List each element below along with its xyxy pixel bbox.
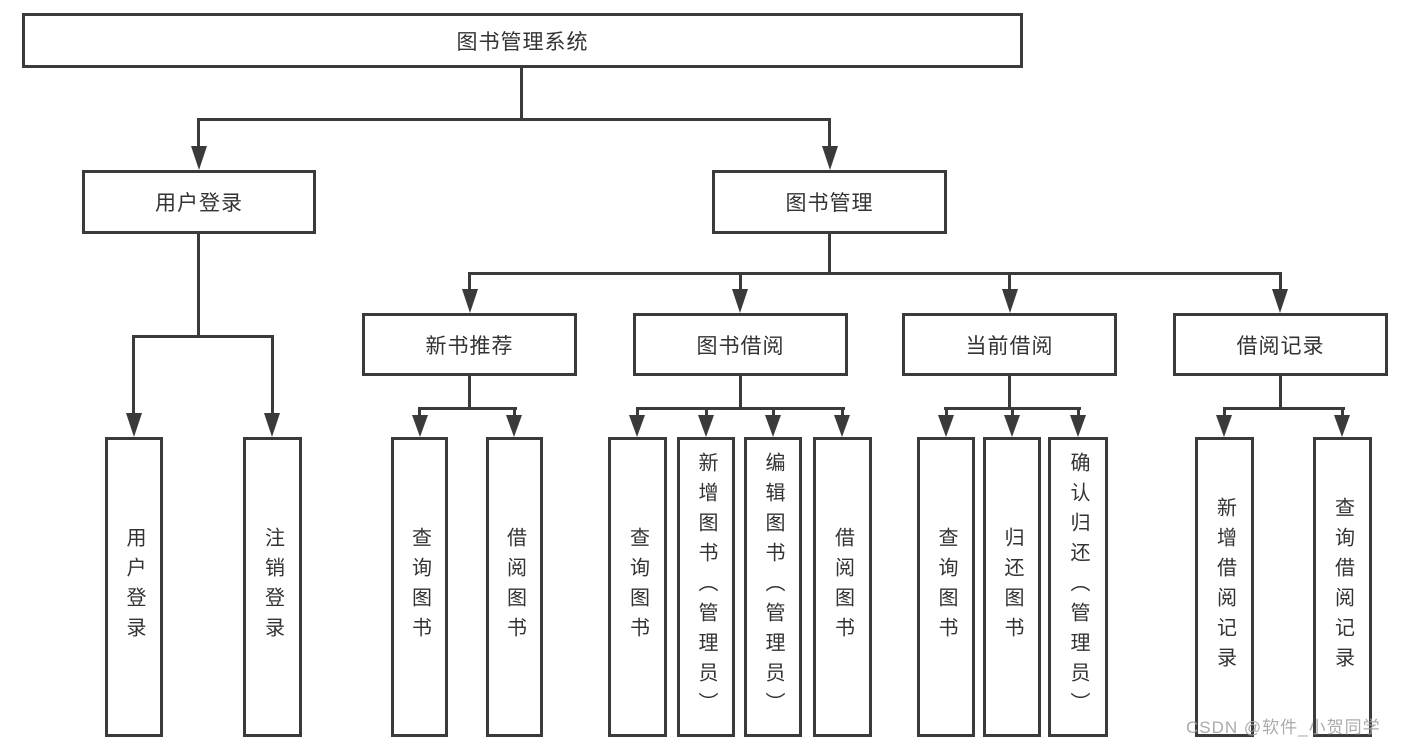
connector-line <box>772 407 775 419</box>
connector-line <box>1077 407 1080 419</box>
leaf-user-login-label: 用户登录 <box>123 527 145 647</box>
leaf-borrow-book: 借阅图书 <box>813 437 872 737</box>
node-book-management-label: 图书管理 <box>785 192 874 215</box>
connector-arrowhead <box>1216 415 1232 437</box>
leaf-add-book-admin: 新增图书（管理员） <box>677 437 735 737</box>
leaf-add-book-admin-label: 新增图书（管理员） <box>695 452 717 722</box>
leaf-borrow-books-newbook: 借阅图书 <box>486 437 543 737</box>
connector-line <box>828 118 831 148</box>
connector-arrowhead <box>698 415 714 437</box>
connector-line <box>197 232 200 335</box>
connector-arrowhead <box>822 146 838 170</box>
node-book-borrow-label: 图书借阅 <box>696 334 785 358</box>
connector-arrowhead <box>1334 415 1350 437</box>
leaf-user-login: 用户登录 <box>105 437 163 737</box>
connector-line <box>1008 272 1011 292</box>
connector-arrowhead <box>834 415 850 437</box>
leaf-query-books-current: 查询图书 <box>917 437 975 737</box>
leaf-return-book: 归还图书 <box>983 437 1041 737</box>
connector-line <box>468 272 1282 275</box>
connector-line <box>1279 374 1282 407</box>
leaf-logout-label: 注销登录 <box>261 527 284 647</box>
connector-line <box>841 407 844 419</box>
leaf-add-borrow-record-label: 新增借阅记录 <box>1213 497 1236 677</box>
connector-arrowhead <box>462 289 478 313</box>
connector-line <box>636 407 639 419</box>
connector-line <box>418 407 517 410</box>
leaf-borrow-book-label: 借阅图书 <box>831 527 854 647</box>
node-new-book-recommend: 新书推荐 <box>362 313 577 376</box>
leaf-edit-book-admin: 编辑图书（管理员） <box>744 437 802 737</box>
connector-line <box>468 374 471 407</box>
node-borrow-records-label: 借阅记录 <box>1236 334 1325 358</box>
connector-arrowhead <box>506 415 522 437</box>
connector-line <box>132 335 274 338</box>
node-root-label: 图书管理系统 <box>456 30 589 54</box>
csdn-watermark: CSDN @软件_小贺同学 <box>1186 718 1381 737</box>
node-borrow-records: 借阅记录 <box>1173 313 1388 376</box>
leaf-confirm-return-admin: 确认归还（管理员） <box>1048 437 1108 737</box>
connector-line <box>197 118 831 121</box>
connector-line <box>1341 407 1344 419</box>
connector-arrowhead <box>191 146 207 170</box>
connector-arrowhead <box>938 415 954 437</box>
leaf-query-books-current-label: 查询图书 <box>935 527 957 647</box>
leaf-add-borrow-record: 新增借阅记录 <box>1195 437 1254 737</box>
connector-line <box>1011 407 1014 419</box>
connector-arrowhead <box>264 413 280 437</box>
connector-line <box>132 335 135 417</box>
connector-line <box>739 374 742 407</box>
connector-arrowhead <box>1070 415 1086 437</box>
connector-line <box>1279 272 1282 292</box>
connector-line <box>513 407 516 419</box>
connector-arrowhead <box>126 413 142 437</box>
connector-line <box>1223 407 1226 419</box>
connector-arrowhead <box>1272 289 1288 313</box>
connector-line <box>636 407 845 410</box>
leaf-query-books-borrow-label: 查询图书 <box>626 527 649 647</box>
node-book-borrow: 图书借阅 <box>633 313 848 376</box>
leaf-query-books-newbook-label: 查询图书 <box>408 527 431 647</box>
leaf-query-borrow-record-label: 查询借阅记录 <box>1331 497 1354 677</box>
connector-arrowhead <box>1004 415 1020 437</box>
node-book-management: 图书管理 <box>712 170 947 234</box>
connector-line <box>1008 374 1011 407</box>
leaf-query-books-borrow: 查询图书 <box>608 437 667 737</box>
connector-line <box>739 272 742 292</box>
connector-line <box>1223 407 1345 410</box>
leaf-query-books-newbook: 查询图书 <box>391 437 448 737</box>
leaf-confirm-return-admin-label: 确认归还（管理员） <box>1067 452 1089 722</box>
node-current-borrow-label: 当前借阅 <box>965 334 1054 358</box>
leaf-edit-book-admin-label: 编辑图书（管理员） <box>762 452 784 722</box>
leaf-borrow-books-newbook-label: 借阅图书 <box>503 527 526 647</box>
connector-line <box>418 407 421 419</box>
leaf-query-borrow-record: 查询借阅记录 <box>1313 437 1372 737</box>
node-user-login: 用户登录 <box>82 170 316 234</box>
connector-line <box>828 232 831 274</box>
connector-arrowhead <box>629 415 645 437</box>
connector-line <box>271 335 274 417</box>
connector-line <box>705 407 708 419</box>
connector-arrowhead <box>1002 289 1018 313</box>
connector-line <box>945 407 948 419</box>
node-root: 图书管理系统 <box>22 13 1023 68</box>
node-new-book-recommend-label: 新书推荐 <box>425 334 514 358</box>
connector-arrowhead <box>412 415 428 437</box>
connector-arrowhead <box>732 289 748 313</box>
connector-line <box>520 66 523 120</box>
leaf-return-book-label: 归还图书 <box>1001 527 1023 647</box>
connector-line <box>197 118 200 148</box>
node-user-login-label: 用户登录 <box>155 192 243 215</box>
leaf-logout: 注销登录 <box>243 437 302 737</box>
node-current-borrow: 当前借阅 <box>902 313 1117 376</box>
connector-arrowhead <box>765 415 781 437</box>
connector-line <box>468 272 471 292</box>
